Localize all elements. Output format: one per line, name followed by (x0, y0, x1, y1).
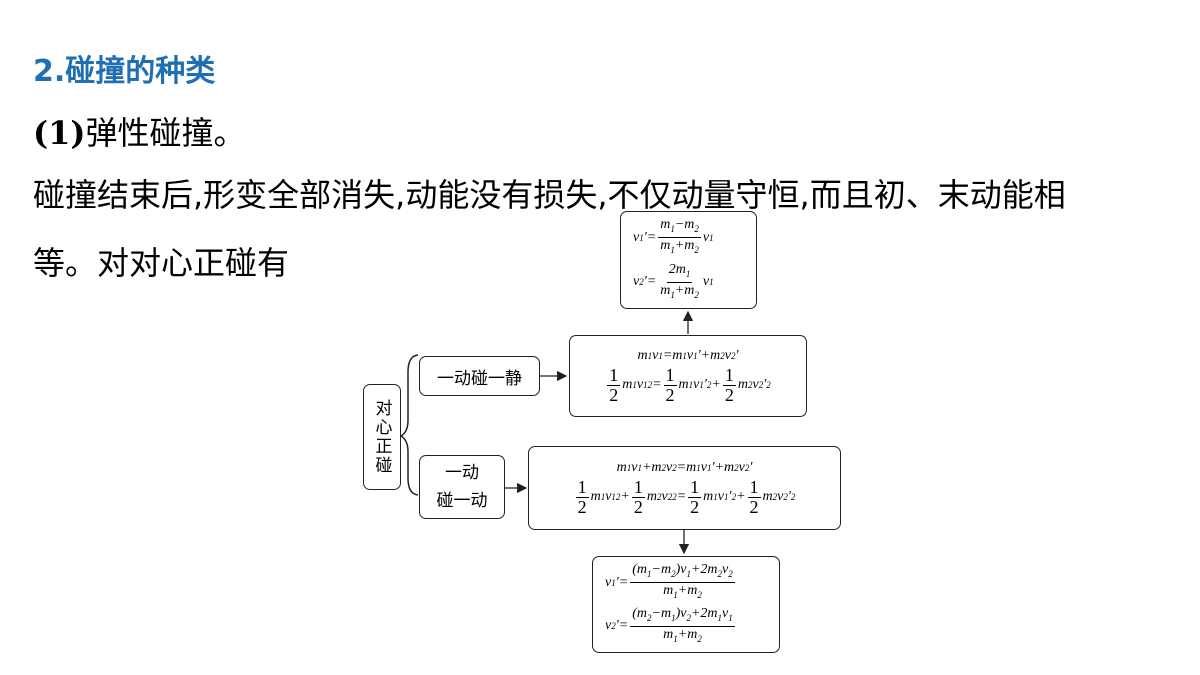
static-branch-label: 一动碰一静 (437, 368, 522, 389)
static-branch-box: 一动碰一静 (419, 356, 540, 396)
brace (399, 354, 419, 496)
root-box: 对心正碰 (363, 384, 401, 490)
moving-branch-label-2: 碰一动 (436, 491, 488, 511)
root-label: 对心正碰 (371, 399, 392, 475)
moving-branch-label-1: 一动 (445, 463, 479, 483)
subheading: (1)弹性碰撞。 (33, 114, 246, 152)
section-heading: 2.碰撞的种类 (33, 54, 216, 89)
paragraph-line-1: 碰撞结束后,形变全部消失,动能没有损失,不仅动量守恒,而且初、末动能相 (33, 176, 1066, 214)
paragraph-line-2: 等。对对心正碰有 (33, 244, 290, 282)
moving-branch-box: 一动 碰一动 (419, 455, 505, 519)
